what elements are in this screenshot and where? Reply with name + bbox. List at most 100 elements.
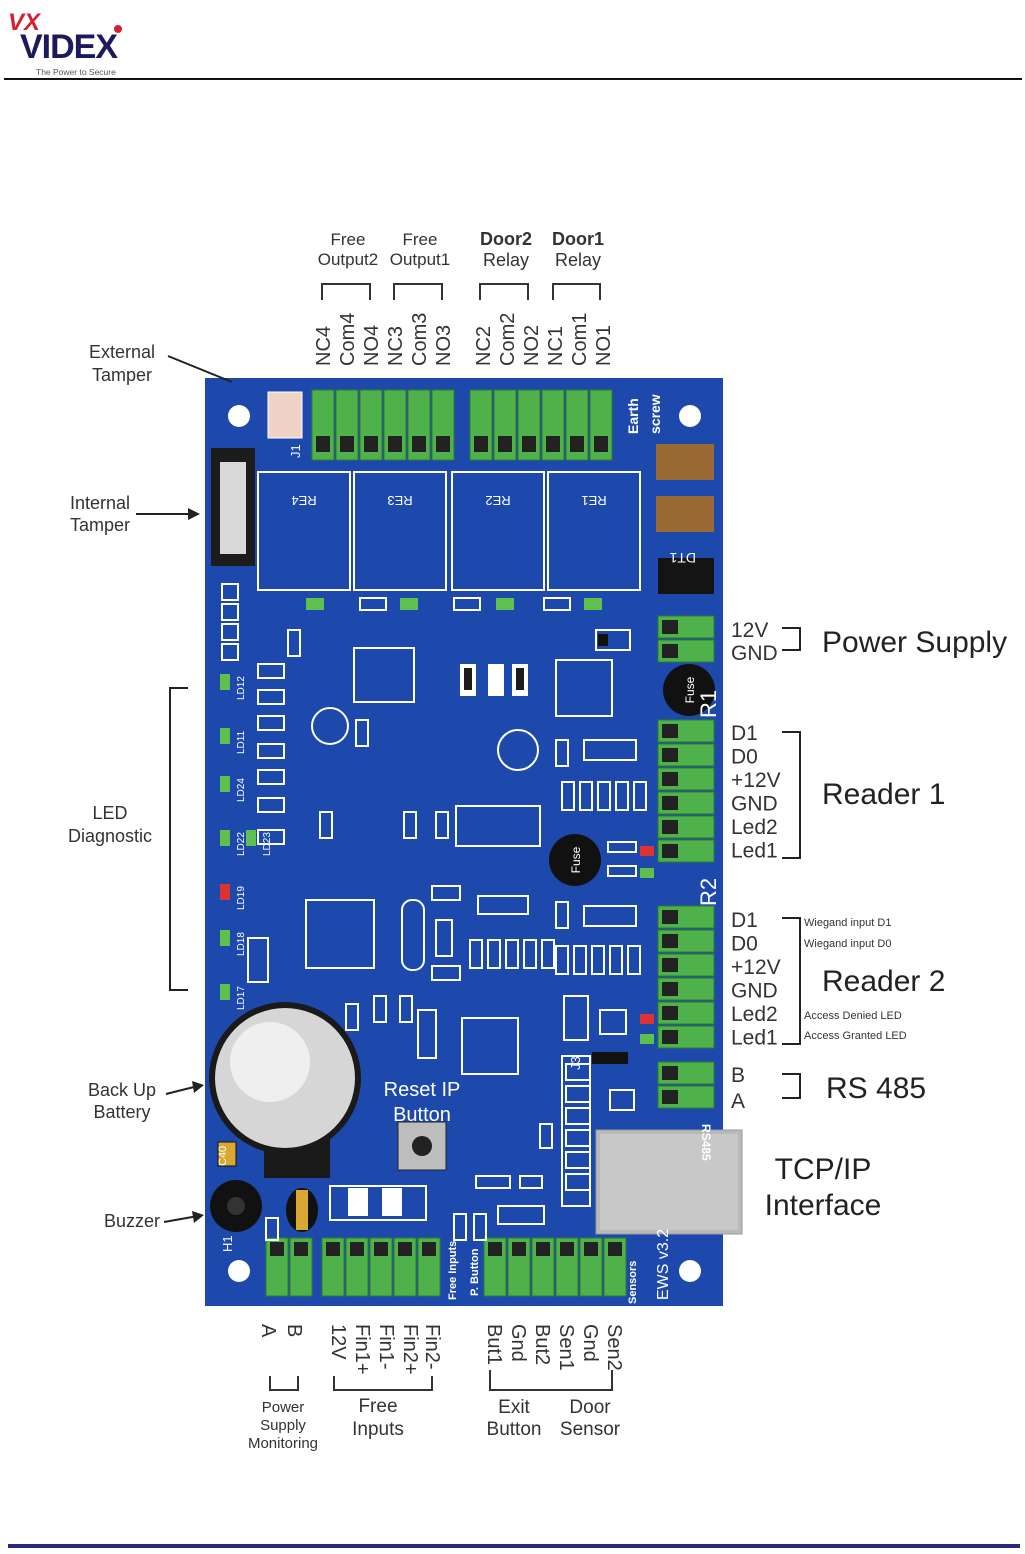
header-rule xyxy=(4,78,1022,80)
free-input-pin-2: Fin1- xyxy=(375,1324,397,1370)
reader1-label: Reader 1 xyxy=(822,778,945,811)
relay-label-re4: RE4 xyxy=(291,493,316,508)
top-pin-label-no4: NO4 xyxy=(361,325,383,366)
relay-label-re1: RE1 xyxy=(581,493,606,508)
reader1-pin-1: D0 xyxy=(731,746,758,769)
group-label-free-output2-l1: Free xyxy=(331,230,366,249)
r2-silk: R2 xyxy=(696,878,721,906)
rs485-pin-0: B xyxy=(731,1064,745,1087)
led-diagnostic-label-1: LED xyxy=(92,803,127,823)
reader1-pin-2: +12V xyxy=(731,769,781,792)
group-label-free-output1-l1: Free xyxy=(403,230,438,249)
dt1-label: DT1 xyxy=(669,550,696,566)
reader2-note-led2: Access Denied LED xyxy=(804,1010,902,1022)
free-inputs-silk: Free Inputs xyxy=(447,1241,459,1300)
backup-battery-arrow xyxy=(165,1085,199,1095)
mounting-hole xyxy=(679,405,701,427)
door-sensor-pin-0: Sen1 xyxy=(555,1324,577,1371)
power-supply-label: Power Supply xyxy=(822,626,1007,659)
led-diagnostic-label-2: Diagnostic xyxy=(68,826,152,846)
top-pin-label-com2: Com2 xyxy=(497,313,519,366)
top-pin-label-nc2: NC2 xyxy=(473,326,495,366)
power-supply-bracket xyxy=(782,627,801,651)
reader1-pin-5: Led1 xyxy=(731,840,778,863)
logo-tagline: The Power to Secure xyxy=(36,67,116,77)
earth-screw-label: Earth xyxy=(625,398,641,434)
psm-pin-1: A xyxy=(257,1324,279,1338)
group-label-door2-l1: Door2 xyxy=(480,229,532,249)
reader2-pin-1: D0 xyxy=(731,933,758,956)
dt1-component xyxy=(658,558,714,594)
reset-ip-label-2: Button xyxy=(393,1104,451,1126)
free-inputs-label-1: Free xyxy=(358,1396,397,1417)
led-ld12 xyxy=(220,674,230,690)
r1-silk: R1 xyxy=(696,690,721,718)
door-sensor-label-1: Door xyxy=(569,1397,611,1418)
backup-battery-label-1: Back Up xyxy=(88,1080,156,1100)
board-version: EWS v3.2 xyxy=(655,1229,672,1300)
led-ld19 xyxy=(220,884,230,900)
mounting-hole xyxy=(228,1260,250,1282)
led-label-ld22: LD22 xyxy=(236,832,247,856)
buzzer-arrow xyxy=(163,1215,199,1223)
reader2-pin-0: D1 xyxy=(731,909,758,932)
led-diagnostic-bracket xyxy=(169,687,188,991)
relay-re4 xyxy=(257,471,351,591)
reader2-label: Reader 2 xyxy=(822,965,945,998)
exit-button-pin-0: But1 xyxy=(483,1324,505,1365)
top-pin-label-com4: Com4 xyxy=(337,313,359,366)
c40-silk: C40 xyxy=(217,1146,229,1166)
logo-dot xyxy=(114,25,122,33)
top-pin-label-nc4: NC4 xyxy=(313,326,335,366)
exit-button-label-1: Exit xyxy=(498,1397,530,1418)
top-pin-label-com3: Com3 xyxy=(409,313,431,366)
group-label-door1-l1: Door1 xyxy=(552,229,604,249)
reader2-note-led1: Access Granted LED xyxy=(804,1030,907,1042)
psm-label-2: Supply xyxy=(260,1417,306,1434)
mounting-hole xyxy=(679,1260,701,1282)
tcpip-label-2: Interface xyxy=(765,1189,882,1222)
led-label-ld19: LD19 xyxy=(236,886,247,910)
rs485-bracket xyxy=(782,1073,801,1099)
p-button-silk: P. Button xyxy=(469,1248,481,1296)
backup-battery-label-2: Battery xyxy=(93,1102,150,1122)
relay-label-re2: RE2 xyxy=(485,493,510,508)
reader2-pin-2: +12V xyxy=(731,956,781,979)
top-pin-label-no2: NO2 xyxy=(521,325,543,366)
top-pin-label-nc1: NC1 xyxy=(545,326,567,366)
exit-button-label-2: Button xyxy=(487,1419,542,1440)
power-supply-pin-1: GND xyxy=(731,642,778,665)
fuse-2-label: Fuse xyxy=(569,846,583,873)
top-pin-label-no3: NO3 xyxy=(433,325,455,366)
free-inputs-label-2: Inputs xyxy=(352,1419,404,1440)
led-ld24 xyxy=(220,776,230,792)
exit-button-pin-2: But2 xyxy=(531,1324,553,1365)
power-supply-pin-0: 12V xyxy=(731,619,768,642)
led-ld18 xyxy=(220,930,230,946)
door-sensor-pin-1: Gnd xyxy=(579,1324,601,1362)
door-sensor-label-2: Sensor xyxy=(560,1419,621,1440)
relay-re2 xyxy=(451,471,545,591)
group-label-door1-l2: Relay xyxy=(555,250,601,270)
right-labels: 12VGNDD1D0+12VGNDLed2Led1D1D0+12VGNDLed2… xyxy=(731,619,1007,1222)
led-ld22 xyxy=(220,830,230,846)
led-label-ld17: LD17 xyxy=(236,986,247,1010)
psm-label-1: Power xyxy=(262,1399,305,1416)
door-sensor-pin-2: Sen2 xyxy=(603,1324,625,1371)
free-input-pin-3: Fin2+ xyxy=(399,1324,421,1375)
rs485-pin-1: A xyxy=(731,1090,745,1113)
psm-pin-0: B xyxy=(283,1324,305,1337)
left-labels: External Tamper Internal Tamper LED Diag… xyxy=(68,342,233,1231)
relay-re3 xyxy=(353,471,447,591)
led-label-ld18: LD18 xyxy=(236,932,247,956)
external-tamper-label-1: External xyxy=(89,342,155,362)
mounting-hole xyxy=(228,405,250,427)
videx-logo: VX VIDEX The Power to Secure xyxy=(8,9,122,77)
reader2-pin-3: GND xyxy=(731,980,778,1003)
led-label-ld24: LD24 xyxy=(236,778,247,802)
c40-capacitor xyxy=(217,1141,237,1167)
internal-tamper-label-1: Internal xyxy=(70,493,130,513)
external-tamper-arrow xyxy=(167,355,233,383)
